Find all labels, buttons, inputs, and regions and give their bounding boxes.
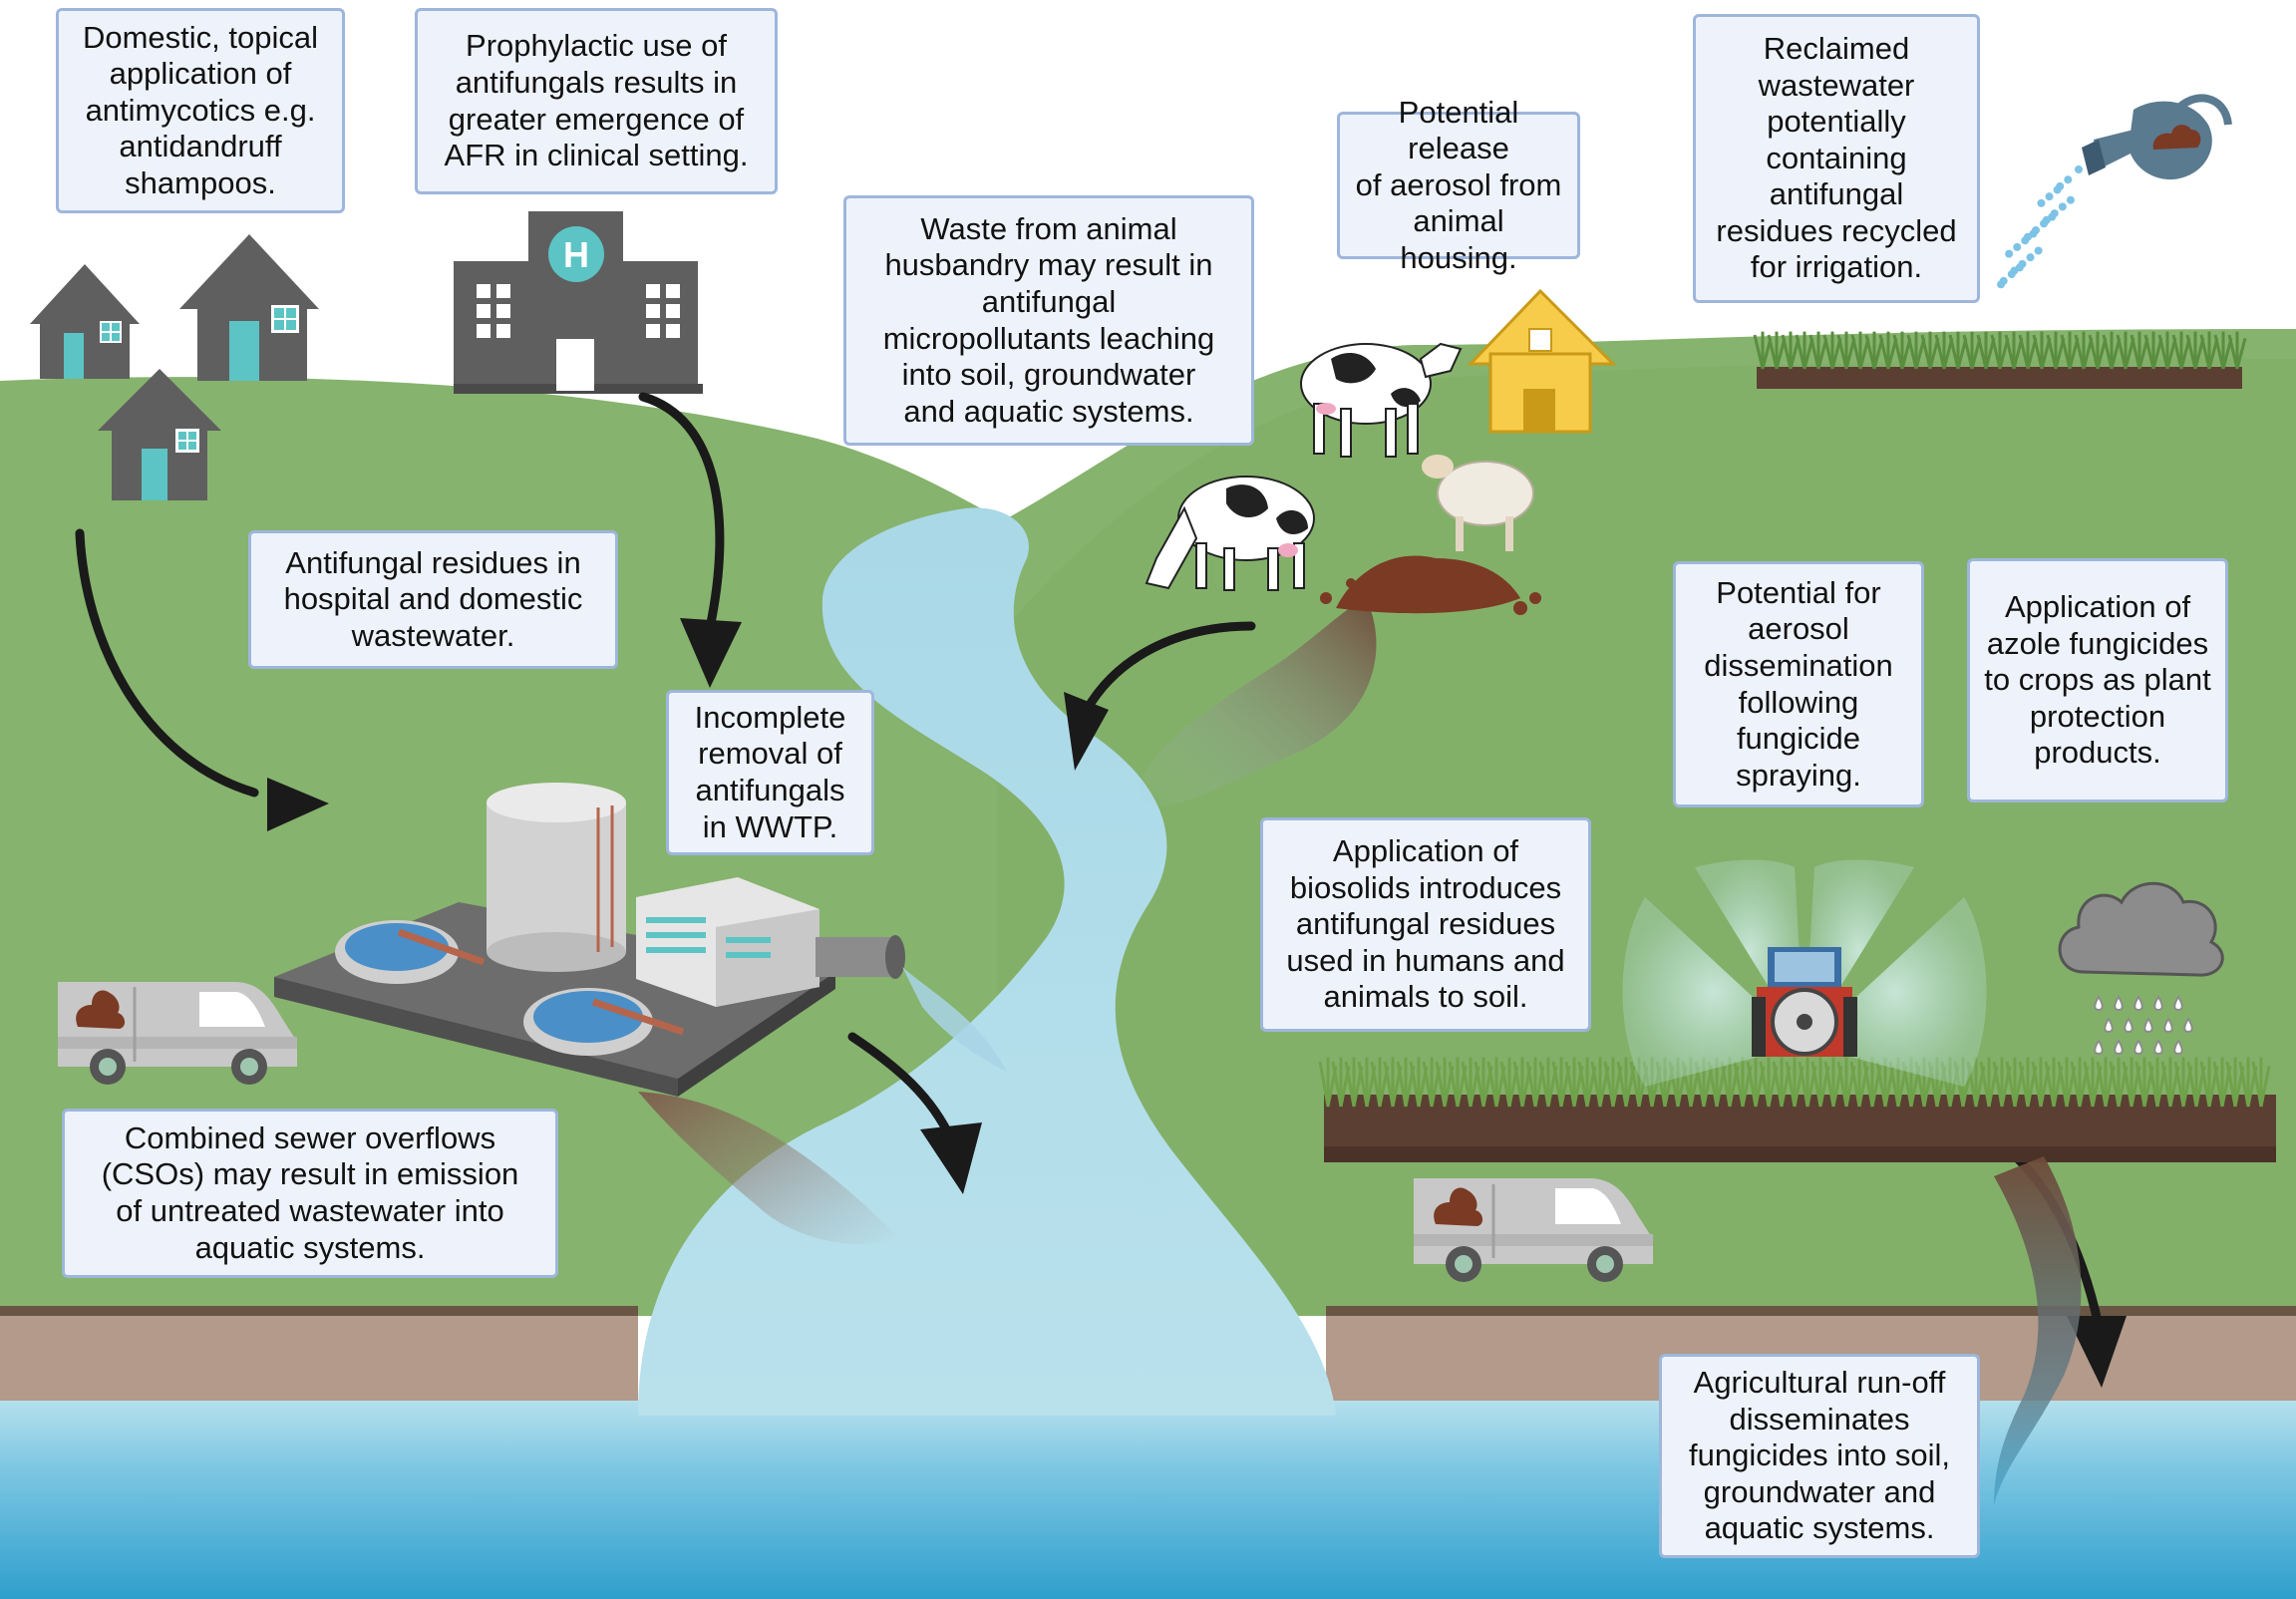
water-droplet <box>2075 165 2083 173</box>
water-droplet <box>2005 249 2014 258</box>
tractor-sprayer-icon <box>1622 859 1987 1087</box>
sheep-icon <box>1422 455 1534 551</box>
callout-aerosol-animal-housing: Potential release of aerosol from animal… <box>1337 95 1580 275</box>
rain-drop <box>2114 995 2124 1012</box>
rain-drop <box>2153 1039 2163 1056</box>
rain-drop <box>2173 1039 2183 1056</box>
callout-agricultural-runoff: Agricultural run-off disseminates fungic… <box>1659 1354 1980 1558</box>
water-droplet <box>2032 226 2040 234</box>
water-droplet <box>2013 242 2022 251</box>
water-droplet <box>2064 175 2073 184</box>
water-droplet <box>2018 259 2027 268</box>
water-droplet <box>2056 181 2065 190</box>
water-droplet <box>2045 192 2054 201</box>
rain-drop <box>2173 995 2183 1012</box>
water-droplet <box>2023 232 2032 241</box>
hospital-sign: H <box>563 234 589 275</box>
water-droplet <box>2037 198 2046 207</box>
manure-icon <box>1320 555 1541 615</box>
crop-strip-irrigated <box>1753 331 2247 389</box>
hospital-icon <box>454 211 703 394</box>
cow-manure-plume <box>1137 598 1377 806</box>
water-droplet <box>2066 195 2075 204</box>
callout-combined-sewer-overflows: Combined sewer overflows (CSOs) may resu… <box>62 1109 558 1278</box>
rain-drop <box>2153 995 2163 1012</box>
water-droplet <box>2042 215 2051 224</box>
callout-animal-husbandry-waste: Waste from animal husbandry may result i… <box>843 195 1254 446</box>
house-icon <box>98 369 221 500</box>
rain-drop <box>2133 1039 2143 1056</box>
callout-hospital-domestic-residues: Antifungal residues in hospital and dome… <box>248 530 618 669</box>
water-droplets <box>1997 165 2083 289</box>
rain-drop <box>2104 1017 2114 1034</box>
callout-biosolids-application: Application of biosolids introduces anti… <box>1260 817 1591 1032</box>
rain-drop <box>2133 995 2143 1012</box>
cow-icon <box>1145 476 1315 591</box>
wastewater-treatment-plant-icon <box>274 783 1007 1097</box>
rain-drop <box>2114 1039 2124 1056</box>
rain-cloud-icon <box>2058 881 2224 1056</box>
effluent-plume <box>638 1092 897 1245</box>
rain-drop <box>2183 1017 2193 1034</box>
rain-drop <box>2163 1017 2173 1034</box>
callout-reclaimed-wastewater: Reclaimed wastewater potentially contain… <box>1693 14 1980 303</box>
arrow-head <box>267 618 2127 1388</box>
crop-field-sprayed <box>1318 1057 2276 1162</box>
house-icon <box>30 264 140 379</box>
house-icon <box>179 234 319 381</box>
water-droplet <box>2034 246 2043 255</box>
callout-incomplete-removal-wwtp: Incomplete removal of antifungals in WWT… <box>666 690 874 855</box>
callout-prophylactic-use: Prophylactic use of antifungals results … <box>415 8 778 194</box>
rain-drop <box>2094 1039 2104 1056</box>
sludge-van-icon <box>1414 1178 1653 1282</box>
farm-runoff-plume <box>1994 1156 2082 1505</box>
water-droplet <box>1999 276 2008 285</box>
cow-icon <box>1300 342 1463 458</box>
water-droplet <box>2050 209 2059 218</box>
callout-azole-fungicides: Application of azole fungicides to crops… <box>1967 558 2228 802</box>
crop-blade <box>2251 1057 2271 1108</box>
rain-drop <box>2143 1017 2153 1034</box>
sludge-van-icon <box>58 982 297 1085</box>
water-droplet <box>2058 202 2067 211</box>
callout-aerosol-spraying: Potential for aerosol dissemination foll… <box>1673 561 1924 807</box>
rain-drop <box>2094 995 2104 1012</box>
rain-drop <box>2124 1017 2133 1034</box>
water-droplet <box>2026 253 2035 262</box>
watering-can-icon <box>2082 94 2232 180</box>
callout-domestic-antimycotics: Domestic, topical application of antimyc… <box>56 8 345 213</box>
barn-icon <box>1467 288 1617 434</box>
water-droplet <box>2010 266 2019 275</box>
soil-band-left <box>0 1310 638 1406</box>
crop-blade <box>2227 331 2247 370</box>
